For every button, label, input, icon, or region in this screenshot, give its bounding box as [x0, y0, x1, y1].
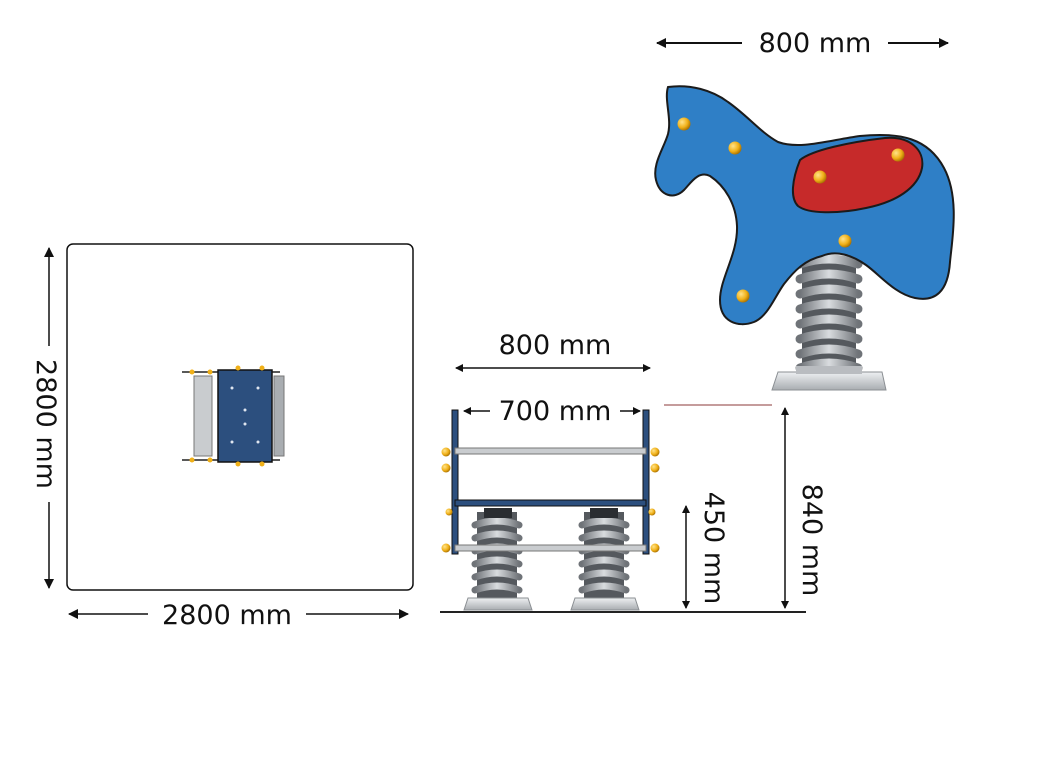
horse-spring: [795, 254, 863, 373]
safety-area-height-label: 2800 mm: [30, 359, 61, 489]
safety-area-width-dimension: 2800 mm: [68, 600, 409, 631]
horse-width-label: 800 mm: [759, 28, 872, 59]
front-outer-width-label: 800 mm: [499, 330, 612, 361]
front-spring-right: [570, 508, 640, 611]
horse-saddle: [792, 136, 924, 214]
rider-front-view: [440, 409, 806, 613]
total-height-dimension: 840 mm: [664, 404, 827, 609]
front-spring-left: [463, 508, 533, 611]
horse-bolts: [677, 117, 905, 303]
safety-area-height-dimension: 2800 mm: [30, 247, 61, 589]
front-inner-width-dimension: 700 mm: [463, 396, 641, 427]
front-outer-width-dimension: 800 mm: [455, 330, 651, 372]
seat-height-label: 450 mm: [698, 492, 729, 605]
horse-width-dimension: 800 mm: [656, 28, 949, 59]
seat-height-dimension: 450 mm: [682, 492, 729, 609]
safety-area-top-view: [66, 243, 414, 591]
horse-base: [771, 366, 887, 391]
total-height-label: 840 mm: [796, 484, 827, 597]
safety-area-width-label: 2800 mm: [162, 600, 292, 631]
horse-side-view: [654, 85, 955, 391]
front-inner-width-label: 700 mm: [499, 396, 612, 427]
rider-top-view: [182, 365, 285, 467]
